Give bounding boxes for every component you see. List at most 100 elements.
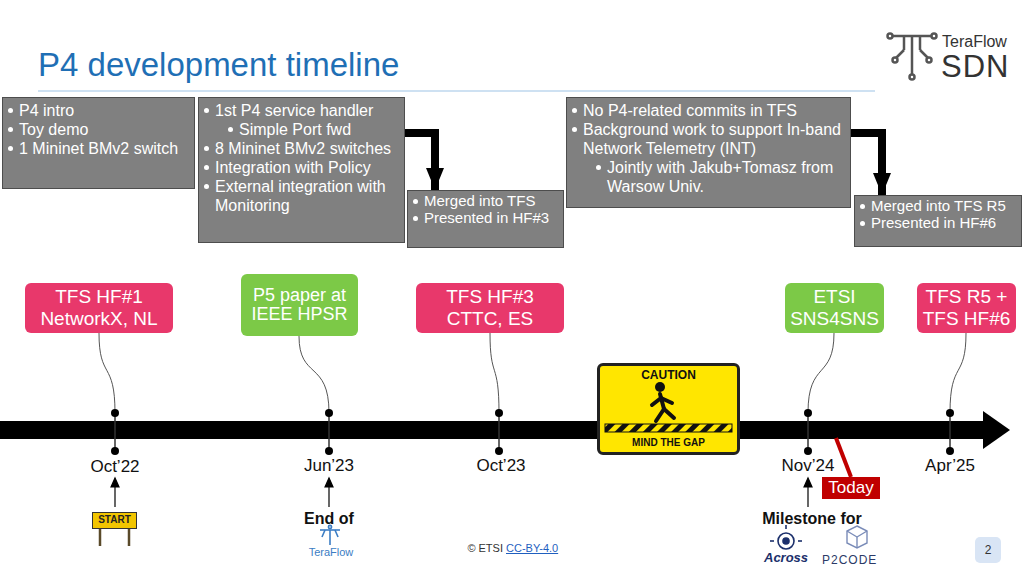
bullet-dot	[204, 165, 209, 170]
date-label: Jun’23	[289, 456, 369, 476]
bullet-row: Jointly with Jakub+Tomasz from Warsow Un…	[572, 158, 846, 196]
pedestrian-figure	[652, 398, 661, 405]
bullet-row: Presented in HF#6	[860, 214, 1017, 231]
date-label: Oct’23	[461, 456, 541, 476]
logo-text: Across	[764, 550, 808, 565]
bullet-text: Background work to support In-band Netwo…	[583, 120, 846, 158]
bullet-dot	[8, 146, 13, 151]
teraflow-logo-icon	[927, 58, 932, 63]
text-box: No P4-related commits in TFSBackground w…	[566, 97, 851, 208]
timeline-dot	[325, 409, 333, 417]
p2code-logo-icon	[857, 531, 867, 537]
bullet-text: Integration with Policy	[215, 158, 371, 177]
event-box-text: P5 paper at IEEE HPSR	[249, 286, 350, 324]
bullet-text: P4 intro	[19, 101, 74, 120]
up-arrow	[111, 478, 812, 507]
across-logo-icon	[798, 540, 802, 542]
bullet-dot	[204, 184, 209, 189]
across-logo-icon	[770, 525, 802, 549]
bullet-row: Simple Port fwd	[204, 120, 400, 139]
pedestrian-figure	[656, 409, 664, 421]
teraflow-logo-icon	[888, 34, 893, 39]
bullet-row: Background work to support In-band Netwo…	[572, 120, 846, 158]
up-arrow	[114, 486, 115, 507]
bullet-text: No P4-related commits in TFS	[583, 101, 797, 120]
teraflow-logo-icon	[910, 75, 915, 80]
text-box: P4 introToy demo1 Mininet BMv2 switch	[2, 97, 195, 189]
timeline-dot	[804, 447, 812, 455]
footer-text: © ETSI	[423, 542, 503, 554]
bullet-dot	[413, 199, 418, 204]
event-box-text: TFS R5 + TFS HF#6	[921, 286, 1012, 330]
timeline-dot	[804, 409, 812, 417]
pedestrian-figure	[655, 382, 665, 392]
teraflow-logo-icon	[920, 50, 928, 58]
bullet-dot	[572, 127, 577, 132]
logo-text: TeraFlow	[942, 33, 1007, 51]
today-marker-line	[836, 438, 851, 477]
bullet-row: Merged into TFS	[413, 192, 559, 209]
up-arrow	[111, 478, 119, 487]
bullet-text: Presented in HF#3	[424, 209, 549, 226]
bullet-row: 1 Mininet BMv2 switch	[8, 139, 190, 158]
bullet-row: No P4-related commits in TFS	[572, 101, 846, 120]
bent-arrow	[851, 133, 882, 195]
bullet-row: External integration with Monitoring	[204, 177, 400, 215]
across-logo-icon	[770, 540, 774, 542]
event-box: TFS HF#1 NetworkX, NL	[25, 283, 173, 333]
pedestrian-figure	[652, 382, 674, 421]
text-box: 1st P4 service handlerSimple Port fwd8 M…	[198, 97, 405, 243]
p2code-logo-icon	[847, 526, 867, 548]
timeline-dot	[325, 447, 333, 455]
across-logo-icon	[778, 533, 794, 549]
teraflow-logo-icon	[911, 36, 914, 74]
p2code-logo-icon	[856, 537, 857, 548]
bullet-dot	[860, 204, 865, 209]
event-box: TFS HF#3 CTTC, ES	[416, 283, 564, 333]
leader-line	[299, 336, 329, 413]
start-sign-text: START	[93, 513, 136, 527]
bullet-dot	[860, 221, 865, 226]
leader-line	[99, 333, 115, 413]
text-box: Merged into TFS R5Presented in HF#6	[854, 195, 1022, 247]
logo-text: TeraFlow	[291, 546, 371, 558]
teraflow-logo-icon	[932, 34, 937, 39]
bullet-text: Presented in HF#6	[871, 214, 996, 231]
start-sign: START	[92, 512, 137, 529]
bullet-dot	[572, 108, 577, 113]
bullet-dot	[413, 216, 418, 221]
event-box: P5 paper at IEEE HPSR	[241, 274, 358, 336]
pedestrian-figure	[661, 398, 672, 403]
bent-arrow	[405, 133, 435, 190]
bullet-row: Toy demo	[8, 120, 190, 139]
teraflow-small-icon	[335, 530, 338, 537]
logo-text: SDN	[941, 49, 1009, 85]
leader-line	[99, 333, 966, 413]
bullet-row: 1st P4 service handler	[204, 101, 400, 120]
pedestrian-figure	[664, 409, 674, 418]
teraflow-logo-icon	[888, 34, 937, 80]
bullet-row: Merged into TFS R5	[860, 197, 1017, 214]
event-box-text: TFS HF#1 NetworkX, NL	[29, 286, 169, 330]
footer-link: CC-BY-4.0	[506, 542, 558, 554]
note-label: Milestone for	[732, 510, 892, 528]
logo-text: P2CODE	[822, 553, 877, 567]
gap-stripes	[605, 424, 732, 432]
date-label: Apr’25	[910, 456, 990, 476]
bullet-row: Presented in HF#3	[413, 209, 559, 226]
bullet-text: Merged into TFS	[424, 192, 535, 209]
teraflow-logo-icon	[919, 36, 922, 50]
timeline-dot	[946, 409, 954, 417]
leader-line	[490, 333, 499, 413]
bullet-row: P4 intro	[8, 101, 190, 120]
timeline-tick	[807, 413, 809, 451]
timeline-dot	[111, 409, 119, 417]
bullet-text: Merged into TFS R5	[871, 197, 1006, 214]
slide-title: P4 development timeline	[38, 46, 399, 84]
timeline-dot	[495, 447, 503, 455]
bullet-dot	[596, 165, 601, 170]
sign-post	[99, 528, 102, 546]
up-arrow	[807, 486, 808, 507]
